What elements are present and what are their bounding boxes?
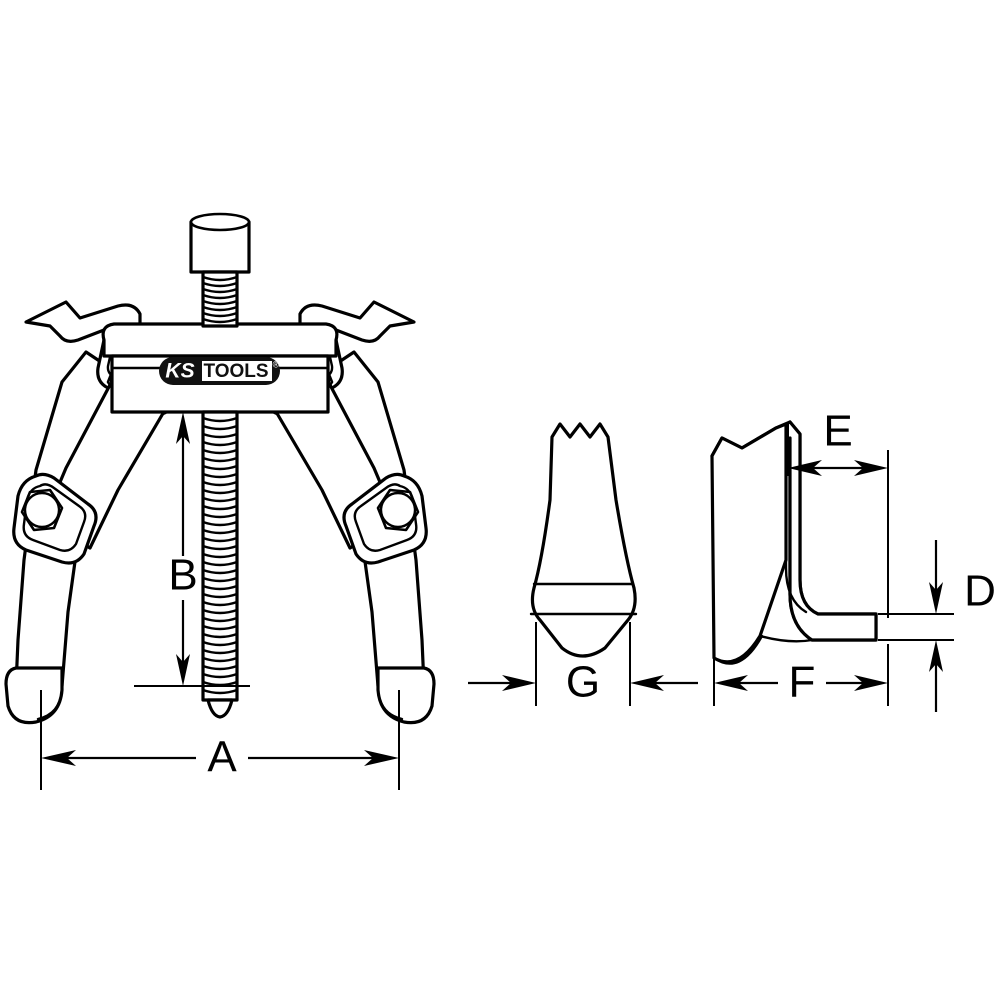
dimension-label-F: F: [789, 658, 816, 707]
dimension-E: E: [787, 407, 889, 618]
dimension-label-D: D: [964, 567, 996, 616]
logo-tools-text: TOOLS: [203, 361, 268, 382]
dimension-label-G: G: [566, 658, 600, 707]
dimension-label-B: B: [168, 551, 197, 600]
arrow-down-B: [176, 654, 190, 686]
thread-ticks-upper: [201, 275, 239, 324]
dimension-D: D: [878, 540, 996, 712]
dimension-label-A: A: [207, 733, 237, 782]
front-view: KS TOOLS ® B A: [4, 212, 436, 790]
spindle-thread-upper: [201, 270, 239, 328]
ks-tools-logo: KS TOOLS ®: [159, 357, 280, 385]
arrow-right-F: [854, 675, 888, 691]
dimension-G: G: [468, 622, 698, 707]
logo-ks-text: KS: [165, 360, 194, 383]
arrow-right-A: [364, 750, 399, 766]
jaw-side-view: E D F: [710, 407, 996, 712]
arrow-left-F: [714, 675, 748, 691]
spindle-thread-lower: [201, 410, 239, 719]
dimension-label-E: E: [823, 407, 852, 456]
arrow-in-right-G: [630, 675, 664, 691]
dimension-F: F: [713, 640, 889, 707]
thread-ticks-lower: [201, 416, 239, 695]
logo-registered-mark: ®: [273, 359, 280, 369]
arrow-up-D: [929, 640, 943, 672]
dimension-A: A: [40, 690, 400, 790]
arrow-in-left-G: [502, 675, 536, 691]
arrow-left-E: [788, 460, 822, 476]
arrow-right-E: [854, 460, 888, 476]
dimension-B: B: [134, 411, 250, 687]
spindle-head: [189, 212, 251, 274]
arrow-left-A: [41, 750, 76, 766]
arrow-down-D: [929, 582, 943, 614]
jaw-front-view: G: [468, 422, 698, 707]
arrow-up-B: [176, 412, 190, 444]
